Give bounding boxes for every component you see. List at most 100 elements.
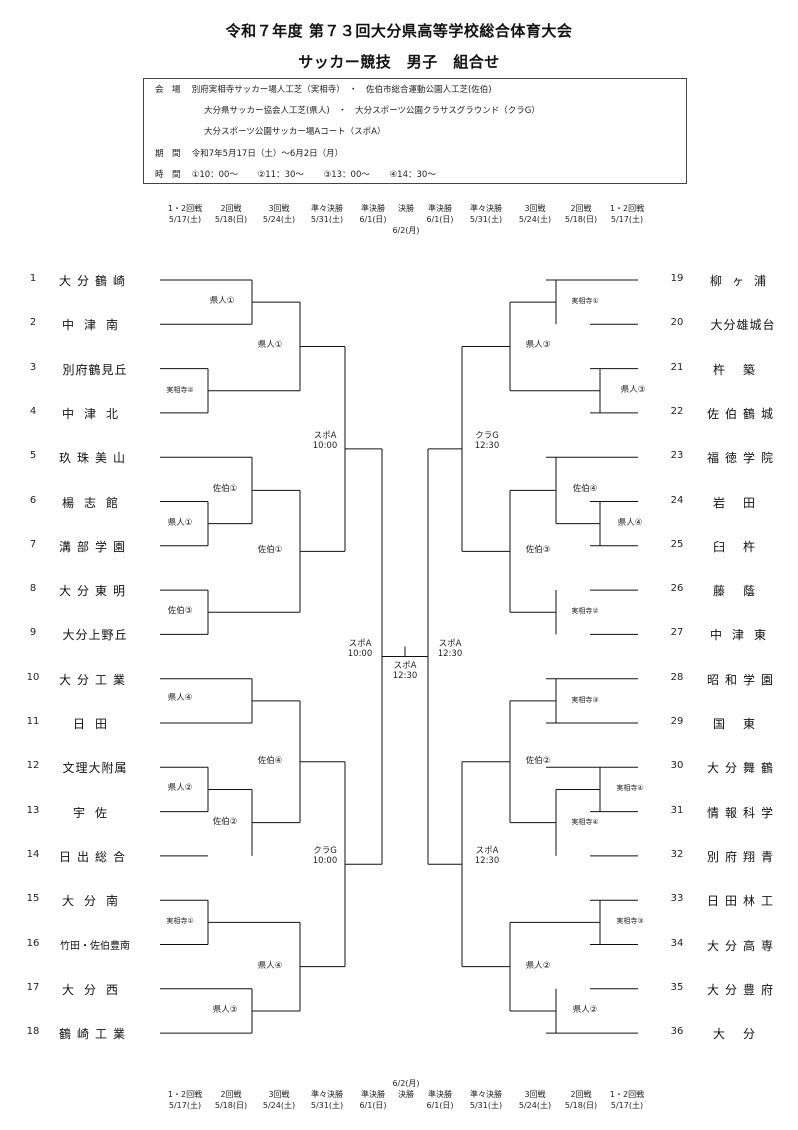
venue-name: 実相寺④ xyxy=(571,817,599,826)
venue-label-l_r2_b: 佐伯① xyxy=(195,484,255,494)
left-team-number: 17 xyxy=(26,981,40,993)
right-team-name: 臼杵 xyxy=(712,539,773,554)
venue-label-l_r2_c: 佐伯① xyxy=(240,545,300,555)
left-team-name: 日田 xyxy=(72,717,117,731)
venue-name: 佐伯② xyxy=(212,816,238,827)
header-top-round-0: 1・2回戦 xyxy=(167,204,203,213)
left-team-number: 13 xyxy=(26,804,40,816)
venue-name: スポA xyxy=(438,638,462,649)
left-team-name: 大分西 xyxy=(61,982,128,997)
venue-label-l_r1_h: 県人③ xyxy=(195,1005,255,1015)
header-bottom-date-9: 5/18(日) xyxy=(564,1101,598,1110)
header-top-round-8: 3回戦 xyxy=(524,204,546,213)
venue-label-l_r2_e: 佐伯② xyxy=(195,817,255,827)
venue-label-r_r1_f: 実相寺④ xyxy=(600,783,660,793)
right-team-number: 24 xyxy=(670,494,684,506)
header-top-date-7: 5/31(土) xyxy=(469,215,503,224)
info-time-line: 時 間 ①10：00～ ②11：30～ ③13：00～ ④14：30～ xyxy=(155,170,436,180)
venue-name: 佐伯② xyxy=(525,755,551,766)
venue-name: 佐伯④ xyxy=(572,484,598,495)
venue-label-r_r1_e: 実相寺③ xyxy=(555,695,615,705)
right-team-number: 19 xyxy=(670,273,684,284)
left-team-number: 11 xyxy=(26,716,40,727)
right-team-number: 26 xyxy=(670,583,684,595)
venue-name: 実相寺③ xyxy=(616,917,644,926)
left-team-number: 18 xyxy=(26,1026,40,1038)
header-bottom-round-3: 準々決勝 xyxy=(311,1090,343,1099)
header-top-date-1: 5/18(日) xyxy=(214,215,248,224)
right-team-name: 佐伯鶴城 xyxy=(706,406,779,421)
left-team-name: 鶴崎工業 xyxy=(58,1027,131,1042)
venue-name: 実相寺③ xyxy=(571,695,599,704)
right-team-name: 杵築 xyxy=(712,362,773,377)
venue-name: 県人② xyxy=(572,1004,598,1015)
header-top-date-4: 6/1(日) xyxy=(359,215,387,224)
info-period-line: 期 間 令和7年5月17日（土）～6月2日（月） xyxy=(155,149,344,159)
left-team-name: 大分東明 xyxy=(58,584,131,599)
right-team-name: 藤蔭 xyxy=(712,584,773,599)
header-bottom-date-1: 5/18(日) xyxy=(214,1101,248,1110)
header-bottom-date-5: 6/2(月) xyxy=(392,1079,420,1088)
venue-name: 佐伯① xyxy=(212,484,238,495)
right-team-number: 33 xyxy=(670,893,684,905)
venue-name: 県人① xyxy=(167,517,193,528)
header-top-date-10: 5/17(土) xyxy=(610,215,644,224)
venue-name: 佐伯① xyxy=(257,545,283,556)
venue-name: 県人③ xyxy=(212,1004,238,1015)
info-venue-line-1: 会 場 別府実相寺サッカー場人工芝（実相寺） ・ 佐伯市総合運動公園人工芝(佐伯… xyxy=(155,85,492,95)
left-team-name: 宇佐 xyxy=(72,805,117,820)
header-bottom-round-7: 準々決勝 xyxy=(470,1090,502,1099)
header-top-date-6: 6/1(日) xyxy=(426,215,454,224)
venue-name: クラG xyxy=(475,430,499,441)
header-top-date-9: 5/18(日) xyxy=(564,215,598,224)
info-venue-line-3: 大分スポーツ公園サッカー場Aコート（スポA） xyxy=(204,127,386,137)
venue-time: 12:30 xyxy=(474,440,500,451)
right-team-number: 31 xyxy=(670,804,684,816)
venue-label-l_r1_e: 県人④ xyxy=(150,693,210,703)
header-bottom-date-3: 5/31(土) xyxy=(310,1101,344,1110)
header-bottom-round-5: 決勝 xyxy=(398,1090,414,1099)
venue-name: 県人④ xyxy=(617,517,643,528)
left-team-name: 文理大附属 xyxy=(62,761,128,776)
right-team-number: 22 xyxy=(670,405,684,417)
header-bottom-round-10: 1・2回戦 xyxy=(609,1090,645,1099)
header-top-date-0: 5/17(土) xyxy=(168,215,202,224)
venue-label-l_r1_a: 県人① xyxy=(192,296,252,306)
header-bottom-date-10: 5/17(土) xyxy=(610,1101,644,1110)
right-team-name: 日田林工 xyxy=(706,894,779,909)
venue-name: 県人③ xyxy=(620,384,646,395)
header-top-round-5: 決勝 xyxy=(398,204,414,213)
page-title: 令和７年度 第７３回大分県高等学校総合体育大会 xyxy=(225,22,573,40)
venue-time: 10:00 xyxy=(312,856,338,867)
left-team-number: 14 xyxy=(26,848,40,860)
page-subtitle: サッカー競技 男子 組合せ xyxy=(298,53,500,71)
right-team-name: 国東 xyxy=(712,717,773,731)
venue-label-r_r2_b: 佐伯④ xyxy=(555,484,615,494)
right-team-number: 36 xyxy=(670,1026,684,1038)
venue-label-l_r2_d: 佐伯④ xyxy=(240,756,300,766)
venue-name: スポA xyxy=(393,660,417,671)
right-team-name: 中津東 xyxy=(709,628,776,643)
left-team-name: 中津南 xyxy=(61,318,128,333)
header-bottom-round-0: 1・2回戦 xyxy=(167,1090,203,1099)
left-team-name: 溝部学園 xyxy=(58,539,131,554)
venue-label-r_r1_a: 実相寺① xyxy=(555,296,615,306)
right-team-name: 大分豊府 xyxy=(706,982,779,997)
venue-time: 12:30 xyxy=(437,648,463,659)
venue-label-r_r1_d: 実相寺② xyxy=(555,606,615,616)
header-top-date-8: 5/24(土) xyxy=(518,215,552,224)
venue-label-r_r2_e: 佐伯② xyxy=(508,756,568,766)
left-team-number: 7 xyxy=(29,538,37,550)
header-top-date-2: 5/24(土) xyxy=(262,215,296,224)
left-team-number: 16 xyxy=(26,937,40,949)
right-team-number: 23 xyxy=(670,450,684,462)
header-bottom-date-6: 6/1(日) xyxy=(426,1101,454,1110)
header-bottom-round-8: 3回戦 xyxy=(524,1090,546,1099)
right-team-name: 大分 xyxy=(712,1027,773,1042)
left-team-number: 8 xyxy=(29,583,37,595)
left-team-number: 1 xyxy=(29,273,37,284)
